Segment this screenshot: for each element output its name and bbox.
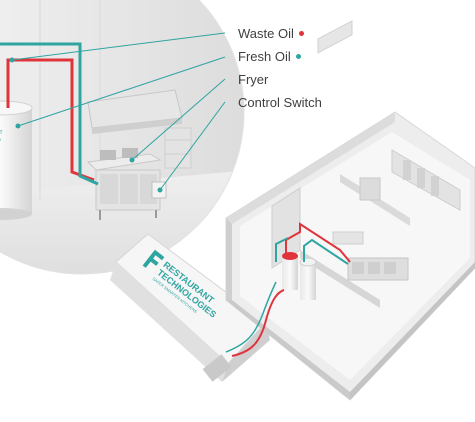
fresh-oil-pipe-building-2 — [275, 237, 289, 262]
legend-fresh-oil: Fresh Oil — [238, 49, 301, 65]
building-waste-tank — [282, 252, 298, 290]
legend-fryer: Fryer — [238, 72, 268, 88]
svg-text:TECH: TECH — [0, 137, 1, 142]
zoom-circle: RT TECH — [0, 0, 244, 274]
legend-waste-oil-label: Waste Oil — [238, 26, 294, 41]
legend-control-switch-label: Control Switch — [238, 95, 322, 110]
delivery-truck: RESTAURANT TECHNOLOGIES SAFER SMARTER KI… — [110, 233, 270, 382]
fryer-unit — [86, 148, 162, 220]
legend-control-switch: Control Switch — [238, 95, 322, 111]
waste-oil-hose — [231, 289, 285, 357]
legend-waste-oil: Waste Oil — [238, 26, 304, 42]
fresh-oil-hose — [225, 281, 277, 353]
fresh-oil-pipe-zoom — [0, 42, 99, 186]
restaurant-building — [225, 20, 475, 401]
building-fresh-tank — [299, 257, 317, 300]
svg-text:RT: RT — [0, 130, 3, 136]
fresh-oil-pipe-building — [303, 238, 349, 265]
waste-oil-pipe-building — [285, 222, 351, 263]
legend-fresh-oil-label: Fresh Oil — [238, 49, 291, 64]
fresh-oil-marker-icon — [295, 54, 301, 60]
brand-logo-mark — [142, 249, 165, 268]
waste-oil-marker-icon — [298, 31, 304, 37]
legend-fryer-label: Fryer — [238, 72, 269, 87]
leader-lines — [9, 32, 226, 193]
oil-tank: RT TECH — [0, 100, 33, 220]
